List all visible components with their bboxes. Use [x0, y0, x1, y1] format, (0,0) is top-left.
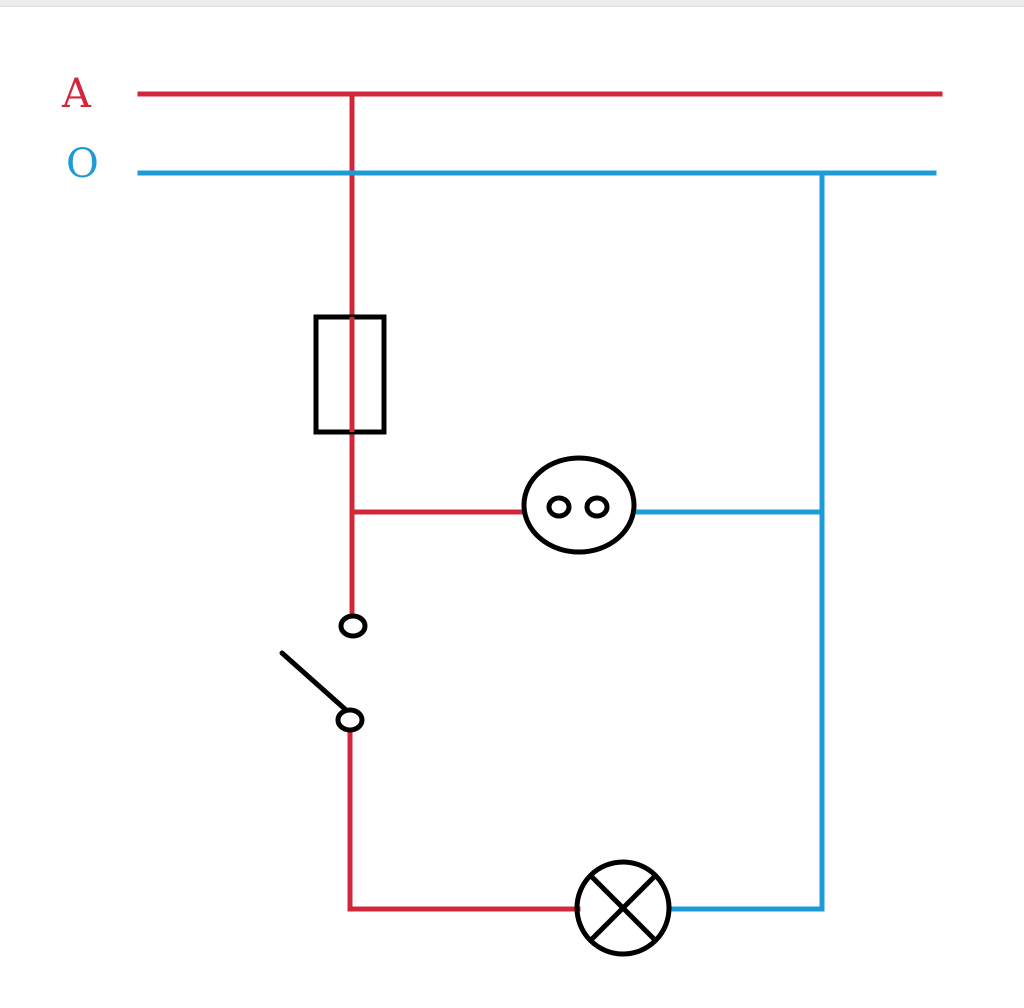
switch-bottom-contact [335, 707, 365, 733]
top-border [0, 0, 1024, 7]
socket-outline [521, 455, 637, 555]
socket-hole-left [546, 495, 572, 519]
neutral-wires [137, 170, 937, 912]
lamp-outline [574, 859, 672, 957]
phase-wires [137, 91, 943, 912]
switch-top-contact [338, 613, 368, 639]
lamp-icon [574, 859, 672, 957]
phase-switch-to-lamp [347, 729, 581, 912]
phase-label: A [61, 71, 92, 117]
switch-icon [279, 613, 368, 733]
socket-hole-right [584, 495, 610, 519]
switch-blade [279, 650, 349, 713]
socket-icon [521, 455, 637, 555]
lamp-cross-2 [589, 874, 657, 942]
neutral-label: O [66, 141, 99, 187]
